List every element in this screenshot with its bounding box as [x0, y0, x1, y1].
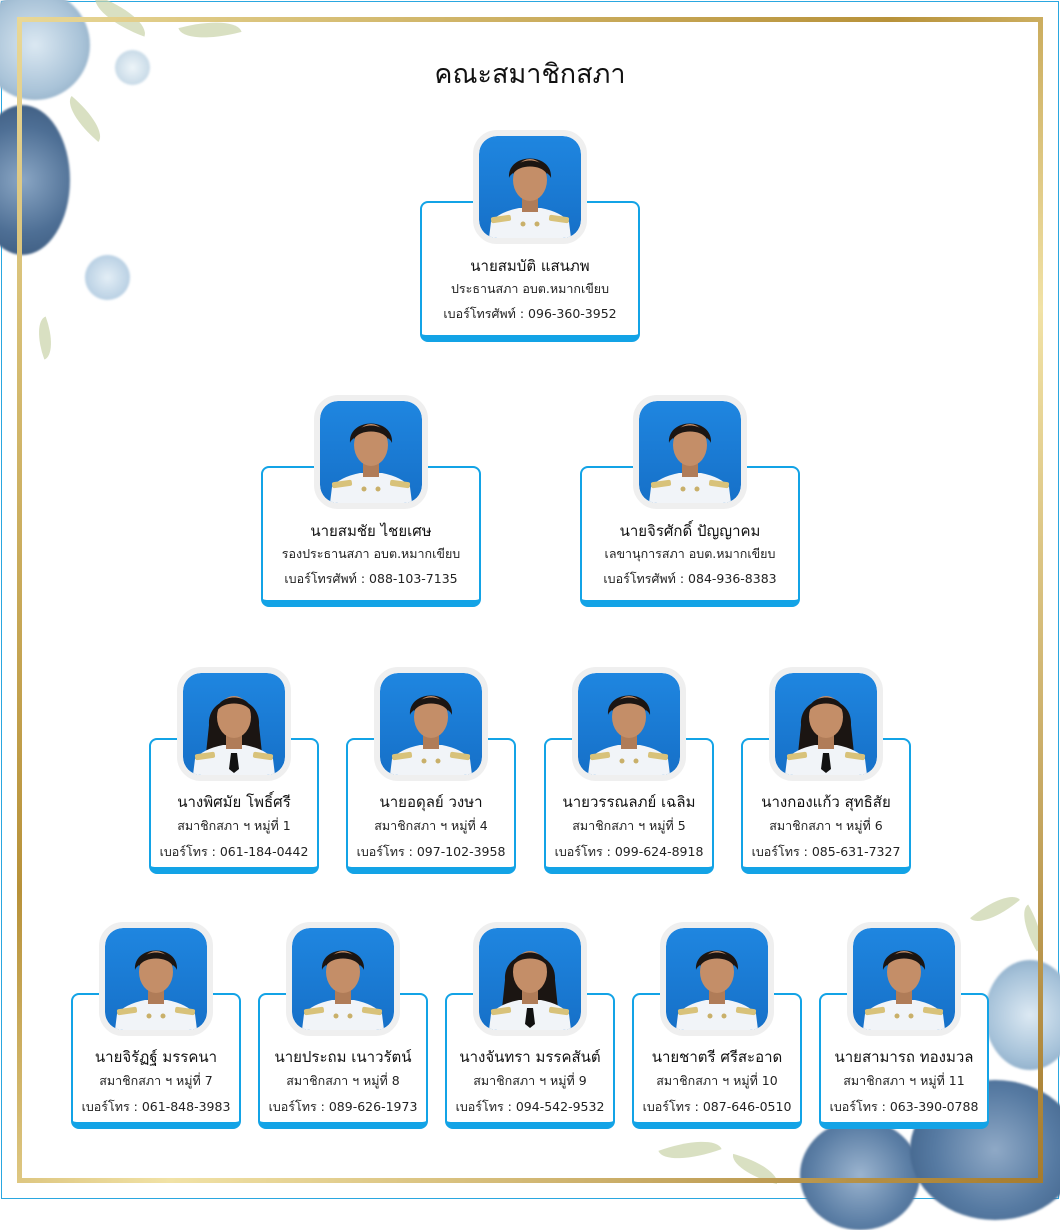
member-role: สมาชิกสภา ฯ หมู่ที่ 6	[769, 818, 883, 833]
member-photo	[473, 130, 587, 244]
member-photo	[314, 395, 428, 509]
member-name: นายจิรศักดิ์ ปัญญาคม	[619, 522, 761, 540]
member-role: เลขานุการสภา อบต.หมากเขียบ	[604, 546, 776, 561]
member-phone: เบอร์โทร : 061-848-3983	[81, 1099, 231, 1114]
member-role: สมาชิกสภา ฯ หมู่ที่ 8	[286, 1073, 400, 1088]
member-phone: เบอร์โทร : 087-646-0510	[642, 1099, 792, 1114]
member-phone: เบอร์โทรศัพท์ : 096-360-3952	[443, 306, 617, 321]
member-card: นายจิรศักดิ์ ปัญญาคมเลขานุการสภา อบต.หมา…	[580, 466, 800, 607]
member-phone: เบอร์โทร : 063-390-0788	[829, 1099, 979, 1114]
member-photo	[633, 395, 747, 509]
member-name: นายวรรณลภย์ เฉลิม	[562, 793, 696, 811]
member-role: สมาชิกสภา ฯ หมู่ที่ 11	[843, 1073, 965, 1088]
member-phone: เบอร์โทร : 099-624-8918	[554, 844, 704, 859]
member-photo	[660, 922, 774, 1036]
member-photo	[99, 922, 213, 1036]
member-card: นายสมชัย ไชยเศษรองประธานสภา อบต.หมากเขีย…	[261, 466, 481, 607]
member-phone: เบอร์โทร : 061-184-0442	[159, 844, 309, 859]
member-role: สมาชิกสภา ฯ หมู่ที่ 5	[572, 818, 686, 833]
member-name: นายอดุลย์ วงษา	[379, 793, 483, 811]
member-phone: เบอร์โทร : 097-102-3958	[356, 844, 506, 859]
member-card: นายสมบัติ แสนภพประธานสภา อบต.หมากเขียบเบ…	[420, 201, 640, 342]
member-photo	[847, 922, 961, 1036]
member-photo	[473, 922, 587, 1036]
member-photo	[769, 667, 883, 781]
member-name: นายสมชัย ไชยเศษ	[310, 522, 432, 540]
member-name: นายชาตรี ศรีสะอาด	[651, 1048, 783, 1066]
member-role: สมาชิกสภา ฯ หมู่ที่ 9	[473, 1073, 587, 1088]
member-role: สมาชิกสภา ฯ หมู่ที่ 4	[374, 818, 488, 833]
member-name: นางกองแก้ว สุทธิสัย	[761, 793, 891, 811]
member-name: นายจิรัฏฐ์ มรรคนา	[94, 1048, 218, 1066]
member-name: นายสามารถ ทองมวล	[834, 1048, 974, 1066]
member-name: นายประถม เนาวรัตน์	[274, 1048, 412, 1066]
page-border	[1, 1, 1059, 1199]
member-photo	[177, 667, 291, 781]
member-phone: เบอร์โทร : 085-631-7327	[751, 844, 901, 859]
member-phone: เบอร์โทร : 094-542-9532	[455, 1099, 605, 1114]
member-role: สมาชิกสภา ฯ หมู่ที่ 1	[177, 818, 291, 833]
member-role: รองประธานสภา อบต.หมากเขียบ	[281, 546, 461, 561]
member-phone: เบอร์โทรศัพท์ : 084-936-8383	[603, 571, 777, 586]
member-role: สมาชิกสภา ฯ หมู่ที่ 10	[656, 1073, 778, 1088]
member-photo	[286, 922, 400, 1036]
member-photo	[374, 667, 488, 781]
member-role: ประธานสภา อบต.หมากเขียบ	[450, 281, 610, 296]
member-name: นางจันทรา มรรคสันต์	[459, 1048, 601, 1066]
page-title: คณะสมาชิกสภา	[434, 59, 626, 90]
member-photo	[572, 667, 686, 781]
member-name: นางพิศมัย โพธิ์ศรี	[177, 793, 291, 811]
member-phone: เบอร์โทร : 089-626-1973	[268, 1099, 418, 1114]
member-phone: เบอร์โทรศัพท์ : 088-103-7135	[284, 571, 458, 586]
member-name: นายสมบัติ แสนภพ	[470, 257, 590, 275]
member-role: สมาชิกสภา ฯ หมู่ที่ 7	[99, 1073, 213, 1088]
